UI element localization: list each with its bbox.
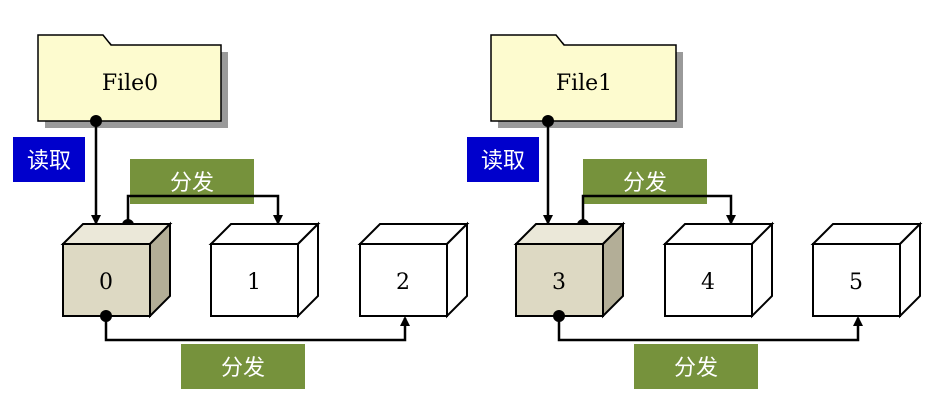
read-label-box [13, 137, 85, 182]
cube-2: 2 [357, 221, 470, 319]
distribute-label-text: 分发 [170, 171, 214, 196]
distribute-label-text: 分发 [623, 171, 667, 196]
distribute-label-text: 分发 [674, 356, 718, 381]
connector-dot [553, 310, 565, 322]
distribute-label-text: 分发 [221, 356, 265, 381]
folder-file0: File0 [37, 34, 228, 128]
connector-dot [90, 115, 102, 127]
read-label-text: 读取 [481, 149, 525, 174]
cube-label: 4 [701, 270, 715, 295]
distribute-connector-0-2 [104, 316, 410, 342]
read-label-text: 读取 [27, 149, 71, 174]
cube-front [515, 243, 604, 317]
folder-icon [490, 34, 677, 122]
cube-front [62, 243, 151, 317]
cube-front [210, 243, 299, 317]
folder-label: File0 [102, 71, 158, 96]
folder-label: File1 [556, 71, 612, 96]
connector-dot [542, 115, 554, 127]
folder-file1: File1 [490, 34, 683, 128]
read-label-box [467, 137, 539, 182]
cube-4: 4 [662, 221, 775, 319]
distribute-connector-3-5 [557, 316, 863, 342]
distribute-connector-3-4 [581, 194, 736, 225]
cube-label: 0 [99, 270, 113, 295]
cube-label: 3 [552, 270, 566, 295]
connector-dot [100, 310, 112, 322]
cube-label: 2 [396, 270, 410, 295]
cube-front [664, 243, 753, 317]
cube-front [359, 243, 448, 317]
cube-3: 3 [513, 221, 626, 319]
cube-1: 1 [208, 221, 321, 319]
folder-icon [37, 34, 222, 122]
distribute-label-box [634, 344, 758, 389]
cube-5: 5 [810, 221, 923, 319]
cube-label: 1 [247, 270, 261, 295]
cube-0: 0 [60, 221, 173, 319]
cube-label: 5 [849, 270, 863, 295]
distribute-label-box [181, 344, 305, 389]
distribute-connector-0-1 [126, 194, 283, 225]
